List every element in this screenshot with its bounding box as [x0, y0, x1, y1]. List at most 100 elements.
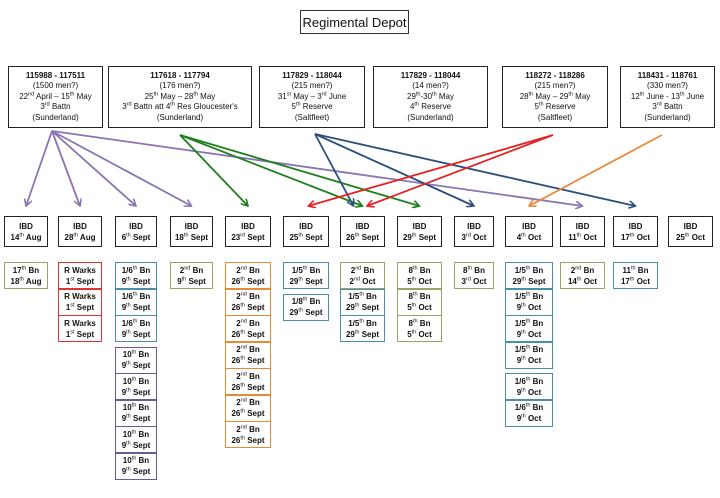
unit-name: 5th Reserve — [291, 101, 333, 112]
assignment-arrow — [367, 134, 554, 206]
enlistment-dates: 31st May – 3rd June — [277, 91, 347, 101]
service-number-range: 118272 - 118286 — [525, 70, 585, 80]
transfer-date: 1st Sept — [65, 275, 95, 286]
battalion-name: 1/5th Bn — [348, 291, 377, 301]
enlistment-dates: 22nd April – 15th May — [19, 91, 92, 101]
ibd-date: 25th Oct — [675, 231, 706, 242]
battalion-name: 1/5th Bn — [514, 291, 544, 301]
battalion-name: R Warks — [64, 265, 96, 275]
battalion-name: 2nd Bn — [236, 291, 260, 301]
transfer-date: 5th Oct — [407, 275, 432, 286]
transfer-date: 9th Sept — [121, 275, 151, 286]
transfer-date: 26th Sept — [231, 355, 265, 365]
ibd-label: IBD — [355, 221, 370, 231]
ibd-date: 14th Aug — [10, 231, 42, 242]
transfer-date: 2nd Oct — [349, 275, 376, 286]
battalion-name: 10th Bn — [122, 428, 150, 439]
assignment-arrow — [51, 130, 136, 206]
battalion-name: 8th Bn — [463, 264, 485, 275]
service-number-range: 118431 - 118761 — [637, 70, 698, 80]
page-title: Regimental Depot — [300, 10, 409, 34]
location: (Saltfleet) — [537, 112, 573, 122]
transfer-date: 5th Oct — [407, 302, 432, 312]
transfer-date: 14th Oct — [567, 275, 598, 286]
source-box: 118272 - 118286(215 men?)28th May – 29th… — [502, 66, 608, 128]
ibd-label: IBD — [299, 221, 313, 231]
ibd-date: 28th Aug — [64, 231, 96, 242]
ibd-label: IBD — [19, 221, 33, 231]
assignment-arrow — [529, 134, 663, 206]
enlistment-dates: 28th May – 29th May — [519, 91, 591, 101]
battalion-name: 1/8th Bn — [291, 296, 321, 306]
transfer-date: 9th Sept — [121, 439, 151, 450]
ibd-label: IBD — [628, 221, 643, 231]
transfer-date: 9th Sept — [121, 328, 151, 339]
enlistment-dates: 29th-30th May — [407, 91, 454, 101]
battalion-name: 1/5th Bn — [514, 264, 544, 275]
ibd-date: 4th Oct — [516, 231, 542, 242]
ibd-label: IBD — [467, 221, 481, 231]
ibd-date: 6th Sept — [121, 231, 151, 242]
transfer-date: 29th Sept — [345, 328, 380, 339]
transfer-date: 26th Sept — [231, 328, 265, 339]
battalion-name: 1/5th Bn — [348, 317, 377, 328]
battalion-name: 10th Bn — [122, 402, 150, 412]
battalion-name: 1/6th Bn — [514, 375, 544, 386]
men-count: (176 men?) — [159, 81, 201, 91]
battalion-name: 1/6th Bn — [121, 291, 151, 301]
battalion-name: 8th Bn — [408, 317, 431, 328]
battalion-name: 8th Bn — [408, 291, 431, 301]
battalion-name: 2nd Bn — [570, 264, 595, 275]
transfer-date: 9th Sept — [121, 360, 151, 370]
transfer-date: 9th Oct — [516, 302, 542, 312]
transfer-date: 29th Sept — [345, 302, 380, 312]
transfer-date: 9th Sept — [121, 466, 151, 476]
ibd-label: IBD — [184, 221, 199, 231]
service-number-range: 115988 - 117511 — [25, 70, 86, 80]
transfer-date: 26th Sept — [231, 302, 265, 312]
battalion-name: 10th Bn — [122, 375, 150, 386]
transfer-date: 29th Sept — [289, 275, 323, 286]
assignment-arrow — [179, 134, 420, 206]
unit-name: 3rd Battn — [40, 101, 71, 112]
assignment-arrow — [51, 130, 583, 206]
battalion-name: 2nd Bn — [179, 264, 204, 275]
battalion-name: 1/6th Bn — [121, 317, 151, 328]
battalion-name: 8th Bn — [408, 264, 431, 275]
transfer-date: 9th Sept — [177, 275, 206, 286]
ibd-label: IBD — [412, 221, 427, 231]
ibd-date: 23rd Sept — [231, 231, 265, 242]
battalion-name: 2nd Bn — [236, 397, 260, 407]
transfer-date: 1st Sept — [65, 302, 95, 312]
transfer-date: 29th Sept — [512, 275, 546, 286]
ibd-date: 3rd Oct — [461, 231, 487, 242]
battalion-name: 17th Bn — [12, 264, 40, 275]
ibd-date: 25th Sept — [289, 231, 323, 242]
battalion-name: R Warks — [64, 318, 96, 328]
transfer-date: 9th Oct — [516, 328, 542, 339]
